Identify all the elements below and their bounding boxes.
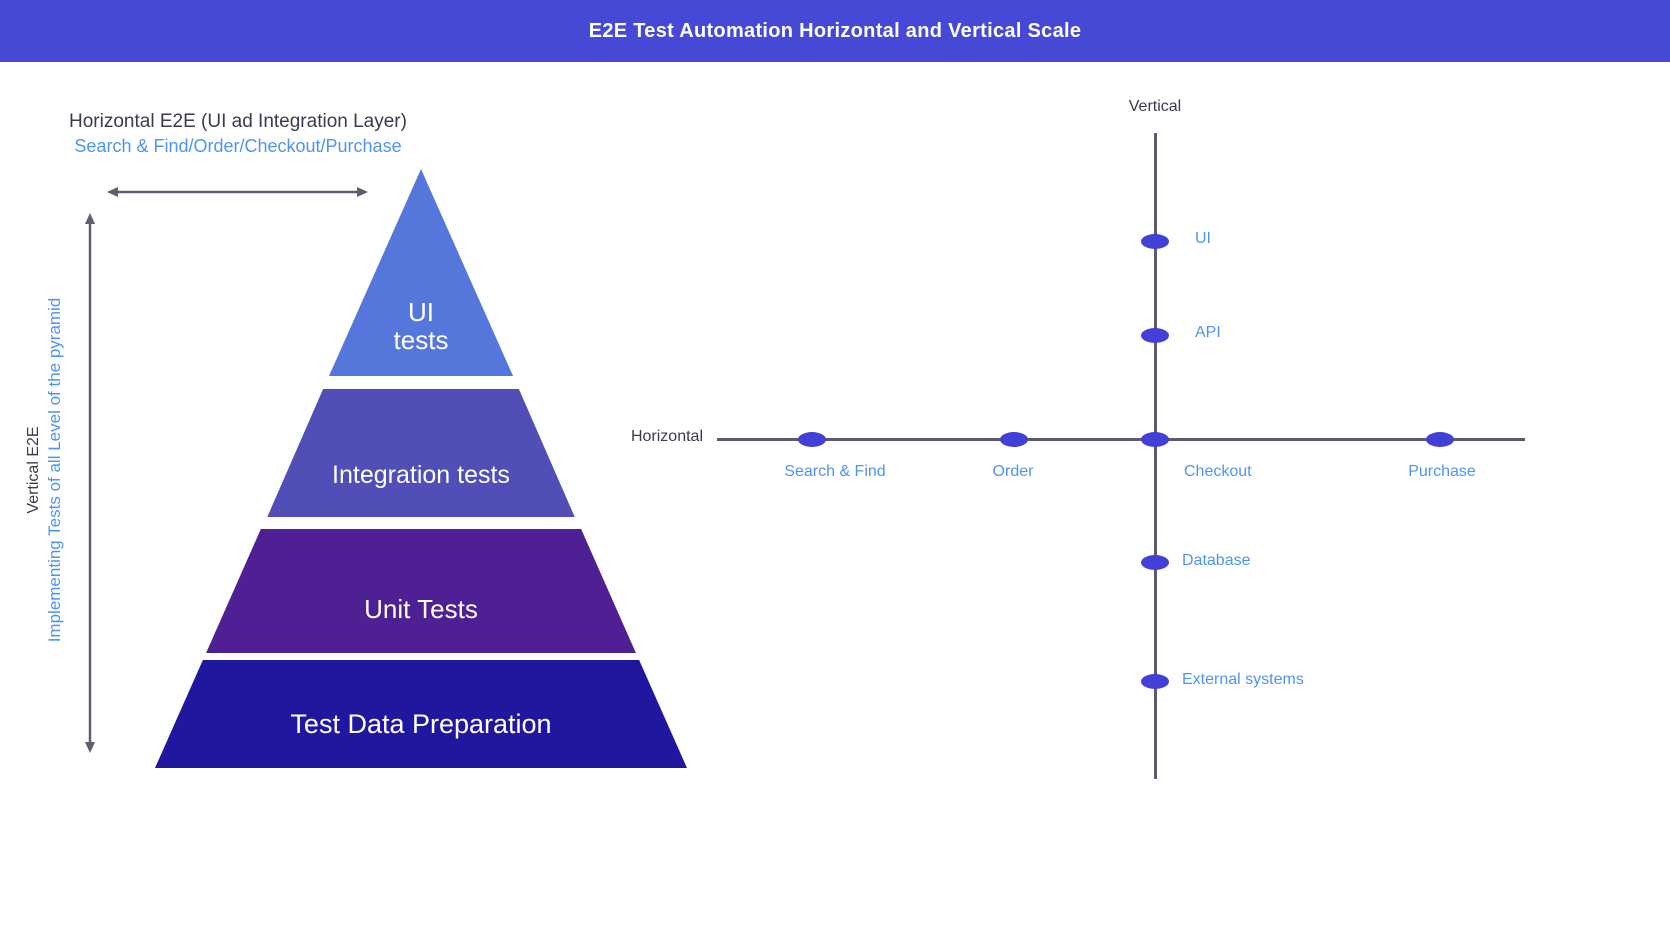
axis-point-label-purchase: Purchase [1408, 463, 1476, 480]
horizontal-e2e-title: Horizontal E2E (UI ad Integration Layer) [69, 111, 407, 132]
vertical-e2e-subtitle: Implementing Tests of all Level of the p… [45, 297, 64, 643]
axis-point-label-api: API [1195, 324, 1221, 341]
axis-dot-api [1141, 328, 1169, 343]
axis-dot-search-find [798, 432, 826, 447]
axis-point-label-database: Database [1182, 552, 1251, 569]
test-pyramid: UI tests Integration tests Unit Tests Te… [155, 169, 687, 768]
pyramid-layer-label: UI [408, 296, 434, 327]
header-bar: E2E Test Automation Horizontal and Verti… [0, 0, 1670, 62]
axis-dot-external-systems [1141, 674, 1169, 689]
horizontal-axis-line [717, 438, 1525, 441]
pyramid-layer-test-data-preparation: Test Data Preparation [155, 660, 687, 768]
pyramid-layer-label: Test Data Preparation [290, 709, 552, 740]
vertical-axis-title: Vertical [1128, 98, 1182, 115]
vertical-axis-line [1154, 133, 1157, 779]
horizontal-range-arrow-icon [107, 187, 368, 197]
pyramid-layer-label: Unit Tests [364, 593, 478, 624]
pyramid-layer-ui-tests: UI tests [328, 169, 514, 376]
horizontal-axis-title: Horizontal [630, 428, 703, 445]
horizontal-e2e-annotation: Horizontal E2E (UI ad Integration Layer)… [0, 111, 476, 157]
axis-dot-checkout-origin [1141, 432, 1169, 447]
vertical-e2e-title: Vertical E2E [25, 426, 42, 514]
axis-point-label-external-systems: External systems [1182, 671, 1304, 688]
axis-dot-ui [1141, 234, 1169, 249]
axis-point-label-order: Order [992, 463, 1034, 480]
axis-dot-purchase [1426, 432, 1454, 447]
pyramid-layer-integration-tests: Integration tests [267, 389, 575, 517]
horizontal-e2e-subtitle: Search & Find/Order/Checkout/Purchase [74, 136, 402, 156]
axis-dot-database [1141, 555, 1169, 570]
vertical-e2e-annotation: Vertical E2E Implementing Tests of all L… [25, 190, 69, 750]
axis-point-label-ui: UI [1195, 230, 1211, 247]
pyramid-layer-label: Integration tests [332, 460, 510, 489]
page-title: E2E Test Automation Horizontal and Verti… [588, 19, 1082, 42]
pyramid-layer-unit-tests: Unit Tests [206, 529, 636, 653]
pyramid-layer-label: tests [393, 324, 449, 355]
axis-point-label-search-find: Search & Find [784, 463, 886, 480]
axis-point-label-checkout: Checkout [1184, 463, 1252, 480]
axis-dot-order [1000, 432, 1028, 447]
vertical-range-arrow-icon [85, 213, 95, 753]
